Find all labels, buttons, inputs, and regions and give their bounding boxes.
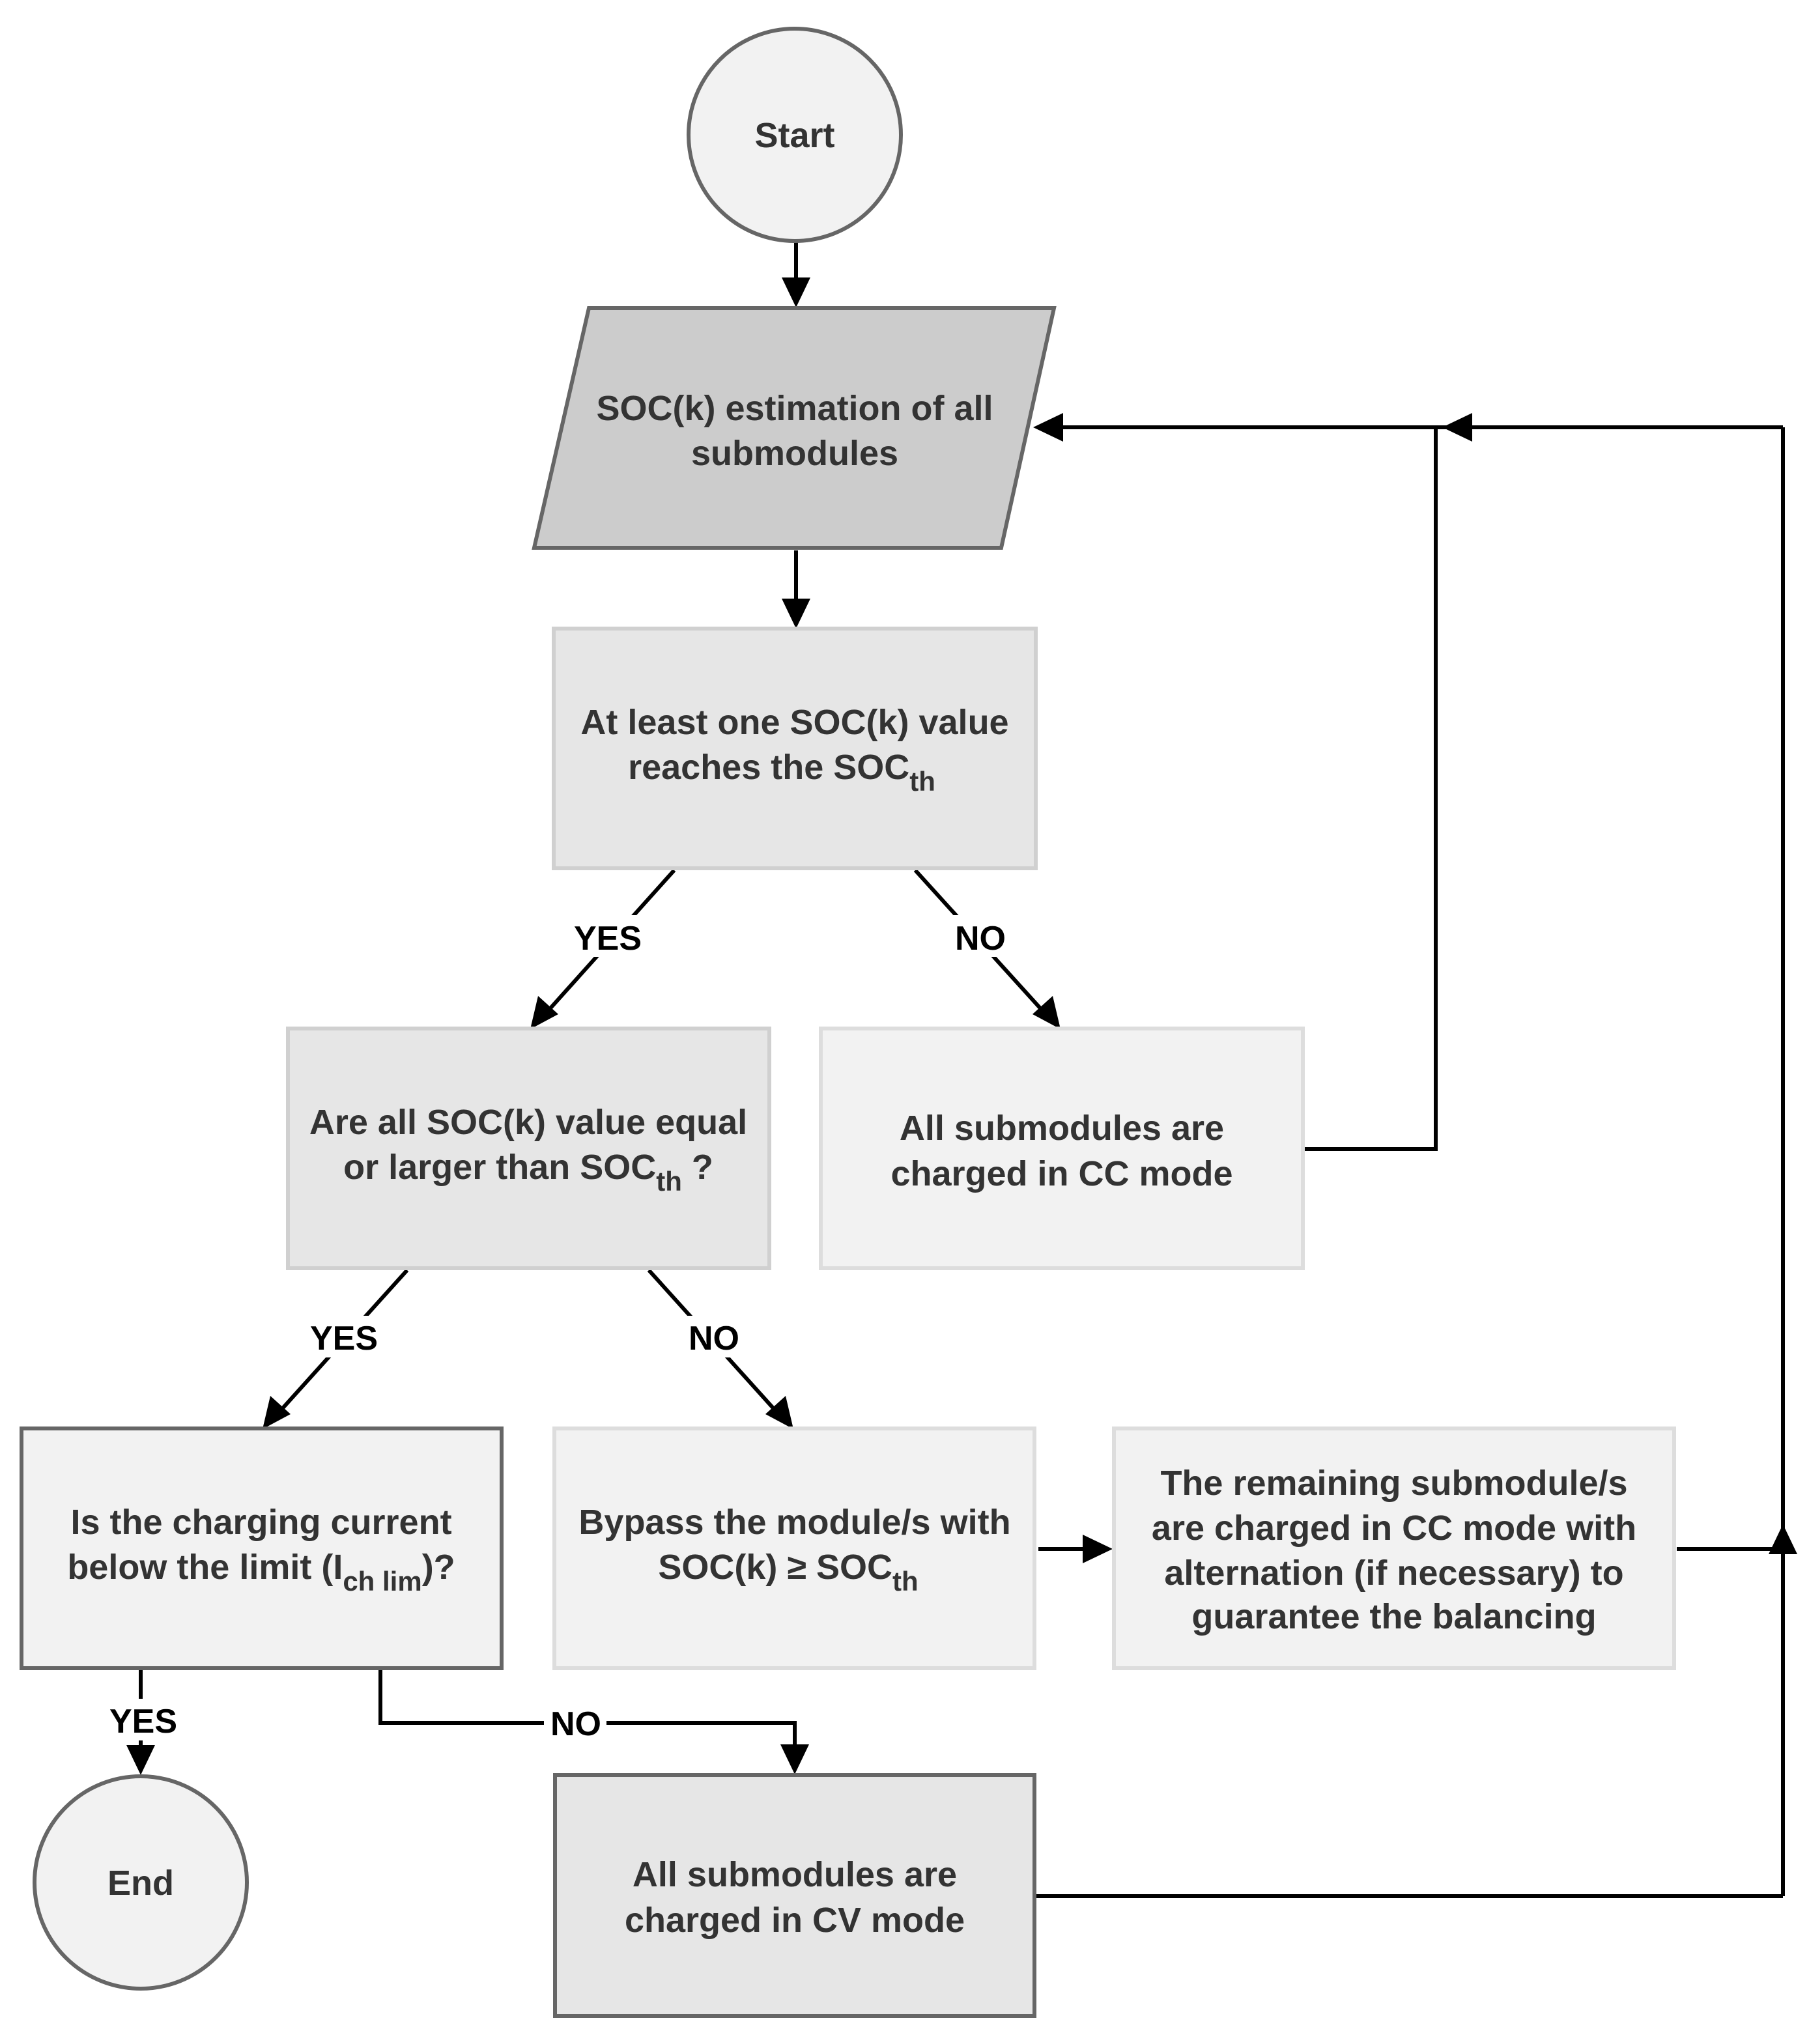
end-node: End xyxy=(33,1774,249,1991)
all-equal-no-label: NO xyxy=(689,1320,739,1357)
arrowhead-end-top xyxy=(126,1745,155,1775)
decision-current-node: Is the charging current below the limit … xyxy=(20,1427,504,1670)
remaining-node: The remaining submodule/s are charged in… xyxy=(1112,1427,1676,1670)
decision-all-equal-node: Are all SOC(k) value equal or larger tha… xyxy=(286,1027,771,1270)
remaining-line4: guarantee the balancing xyxy=(1191,1597,1596,1636)
cv-mode-line2: charged in CV mode xyxy=(625,1901,965,1940)
cv-mode-box xyxy=(553,1773,1036,2018)
start-label: Start xyxy=(754,116,834,155)
current-no-label: NO xyxy=(550,1705,601,1743)
start-circle xyxy=(687,27,903,243)
bypass-box xyxy=(552,1427,1036,1670)
decision-threshold-line1: At least one SOC(k) value xyxy=(580,703,1008,742)
decision-threshold-box xyxy=(552,627,1038,870)
end-circle xyxy=(33,1774,249,1991)
remaining-line1: The remaining submodule/s xyxy=(1160,1464,1627,1503)
arrowhead-bypass-top xyxy=(765,1396,793,1429)
arrowhead-threshold-top xyxy=(782,599,810,629)
arrowhead-estimation-top xyxy=(782,277,810,307)
cv-mode-line1: All submodules are xyxy=(633,1855,957,1894)
remaining-line2: are charged in CC mode with xyxy=(1152,1509,1636,1548)
start-node: Start xyxy=(687,27,903,243)
decision-threshold-line2: reaches the SOCth xyxy=(628,748,935,797)
bypass-node: Bypass the module/s with SOC(k) ≥ SOCth xyxy=(552,1427,1036,1670)
decision-current-line2: below the limit (Ich lim)? xyxy=(67,1548,455,1597)
soc-estimation-shape xyxy=(532,306,1057,550)
bypass-line1: Bypass the module/s with xyxy=(578,1503,1010,1542)
edge-labels: YES NO YES NO YES NO xyxy=(99,915,1016,1743)
edge-cc-mode-loop xyxy=(1304,427,1438,1151)
cv-mode-node: All submodules are charged in CV mode xyxy=(553,1773,1036,2018)
all-equal-yes-label-bg xyxy=(302,1316,386,1357)
soc-estimation-line1: SOC(k) estimation of all xyxy=(596,389,993,428)
cc-mode-box xyxy=(819,1027,1305,1270)
decision-threshold-node: At least one SOC(k) value reaches the SO… xyxy=(552,627,1038,870)
bypass-line2: SOC(k) ≥ SOCth xyxy=(658,1548,918,1597)
current-no-label-bg xyxy=(544,1703,606,1742)
decision-current-box xyxy=(20,1427,504,1670)
decision-current-line1: Is the charging current xyxy=(70,1503,451,1542)
remaining-line3: alternation (if necessary) to xyxy=(1164,1554,1623,1593)
arrowhead-estimation-right xyxy=(1033,413,1063,442)
arrowhead-current-top xyxy=(263,1396,291,1429)
decision-all-equal-box xyxy=(286,1027,771,1270)
arrowhead-cv-mode-top xyxy=(780,1744,809,1774)
arrowhead-all-equal-top xyxy=(530,996,558,1029)
arrowhead-loop-junction xyxy=(1442,413,1472,442)
arrowhead-right-loop-up xyxy=(1769,1524,1797,1554)
cc-mode-node: All submodules are charged in CC mode xyxy=(819,1027,1305,1270)
arrowhead-cc-mode-top xyxy=(1033,996,1061,1029)
threshold-no-label-bg xyxy=(948,915,1016,957)
cc-mode-line2: charged in CC mode xyxy=(890,1154,1232,1193)
arrowhead-remaining-left xyxy=(1083,1535,1113,1563)
current-yes-label-bg xyxy=(99,1699,184,1740)
current-yes-label: YES xyxy=(109,1703,177,1740)
end-label: End xyxy=(107,1864,174,1903)
decision-all-equal-line1: Are all SOC(k) value equal xyxy=(309,1103,747,1142)
cc-mode-line1: All submodules are xyxy=(900,1109,1224,1148)
all-equal-yes-label: YES xyxy=(310,1320,378,1357)
connectors xyxy=(126,241,1797,1898)
threshold-yes-label-bg xyxy=(565,915,650,957)
remaining-box xyxy=(1112,1427,1676,1670)
threshold-yes-label: YES xyxy=(574,920,642,958)
all-equal-no-label-bg xyxy=(681,1316,749,1357)
decision-all-equal-line2: or larger than SOCth ? xyxy=(343,1148,713,1197)
threshold-no-label: NO xyxy=(955,920,1006,958)
soc-estimation-line2: submodules xyxy=(691,434,898,473)
soc-estimation-node: SOC(k) estimation of all submodules xyxy=(532,306,1057,550)
